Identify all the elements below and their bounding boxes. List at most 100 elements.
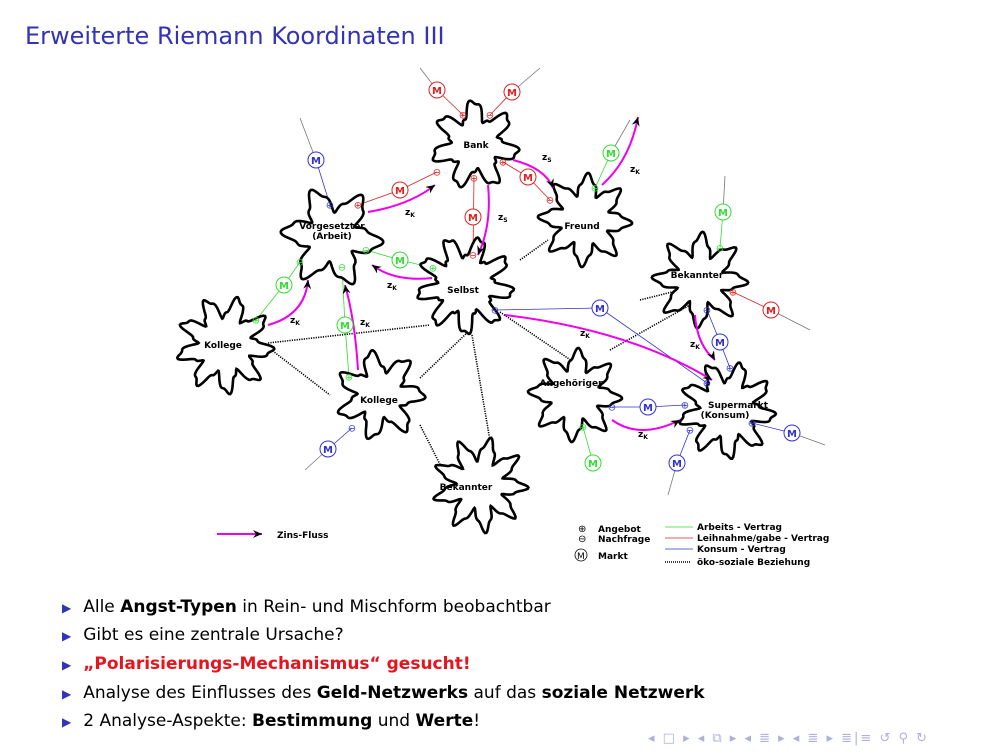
node-kollege: Kollege (360, 396, 398, 406)
market-circle (711, 333, 729, 351)
market-circle (714, 203, 732, 221)
plus-icon: ⊕ (354, 201, 362, 212)
market-circle (503, 83, 521, 101)
arrowhead-icon (546, 178, 554, 188)
market-label: M (395, 186, 405, 197)
node-angehoeriger: Angehöriger (539, 379, 603, 389)
plus-icon: ⊕ (578, 524, 586, 535)
legend-zins: Zins-Fluss (277, 531, 328, 541)
market-label: M (606, 149, 616, 160)
zins-arrow (611, 419, 681, 431)
zk-label: zK (405, 208, 415, 219)
oeko-edge (267, 324, 431, 344)
minus-icon: ⊖ (362, 246, 370, 257)
market-label: M (672, 459, 682, 470)
arrowhead-icon (670, 420, 680, 428)
legend-angebot: Angebot (598, 525, 642, 535)
market-circle (519, 168, 537, 186)
arrowhead-icon (372, 265, 382, 274)
minus-icon: ⊖ (338, 263, 346, 274)
minus-icon: ⊖ (469, 251, 477, 262)
plus-icon: ⊕ (459, 111, 467, 122)
minus-icon: ⊖ (491, 306, 499, 317)
node-bank: Bank (463, 141, 489, 151)
market-circle (336, 316, 354, 334)
minus-icon: ⊖ (703, 306, 711, 317)
zk-label: zK (690, 340, 700, 351)
market-label: M (595, 304, 605, 315)
node-supermarkt: Supermarkt (708, 401, 769, 411)
blob-bank (431, 99, 521, 189)
plus-icon: ⊕ (729, 288, 737, 299)
contract-line (599, 307, 708, 384)
minus-icon: ⊖ (296, 258, 304, 269)
arrowhead-icon (702, 371, 712, 380)
plus-icon: ⊕ (681, 401, 689, 412)
plus-icon: ⊕ (252, 316, 260, 327)
zins-arrow (601, 116, 639, 186)
node-vorgesetzter-sub: (Arbeit) (312, 232, 352, 242)
minus-icon: ⊖ (546, 196, 554, 207)
market-circle (275, 276, 293, 294)
plus-icon: ⊕ (345, 373, 353, 384)
zs-label: zS (542, 153, 552, 164)
node-freund: Freund (564, 222, 599, 232)
market-circle (464, 208, 482, 226)
arrowhead-icon (631, 117, 640, 127)
bullet-3: ▶„Polarisierungs-Mechanismus“ gesucht! (62, 654, 471, 674)
oeko-edge (519, 239, 549, 261)
market-icon-label: M (577, 552, 585, 562)
arrowhead-icon (342, 285, 351, 295)
blob-selbst (416, 236, 516, 336)
oeko-edge (264, 344, 331, 396)
slide-title: Erweiterte Riemann Koordinaten III (25, 22, 445, 50)
oeko-edge (609, 304, 691, 351)
market-circle (783, 424, 801, 442)
market-circle (428, 81, 446, 99)
arrowhead-icon (303, 280, 312, 290)
beamer-navigation[interactable]: ◂ □ ▸ ◂ ⧉ ▸ ◂ ≣ ▸ ◂ ≣ ▸ ≣|≡ ↺ ⚲ ↻ (648, 731, 930, 746)
market-label: M (468, 213, 478, 224)
arrowhead-icon (477, 245, 485, 255)
zs-label: zS (498, 213, 508, 224)
market-label: M (323, 445, 333, 456)
arrowhead-icon (707, 350, 715, 360)
legend-arrowhead-icon (253, 530, 262, 538)
bullet-1: ▶Alle Angst-Typen in Rein- und Mischform… (62, 597, 551, 617)
blob-kollege (336, 348, 427, 441)
blob-angehoeriger (526, 346, 624, 444)
zk-label: zK (360, 318, 370, 329)
node-supermarkt-sub: (Konsum) (701, 411, 750, 421)
node-vorgesetzter: Vorgesetzter (299, 222, 365, 232)
plus-icon: ⊕ (326, 201, 334, 212)
market-icon (574, 548, 588, 562)
market-label: M (340, 321, 350, 332)
minus-icon: ⊖ (686, 426, 694, 437)
legend-konsum: Konsum - Vertrag (697, 545, 786, 555)
zk-label: zK (387, 281, 397, 292)
market-label: M (643, 403, 653, 414)
market-label: M (766, 306, 776, 317)
market-circle (391, 181, 409, 199)
contract-line (344, 324, 350, 378)
market-label: M (718, 208, 728, 219)
node-bekannter-right: Bekannter (671, 271, 724, 281)
legend-oeko: öko-soziale Beziehung (697, 558, 810, 568)
plus-icon: ⊕ (726, 364, 734, 375)
node-bekannter-bottom: Bekannter (440, 483, 493, 493)
zk-label: zK (638, 430, 648, 441)
market-circle (602, 144, 620, 162)
market-circle (591, 299, 609, 317)
zins-arrow (504, 314, 713, 381)
plus-icon: ⊕ (470, 174, 478, 185)
plus-icon: ⊕ (429, 264, 437, 275)
blob-kollege-left (175, 295, 276, 396)
market-circle (762, 301, 780, 319)
market-circle (584, 454, 602, 472)
oeko-edge (499, 311, 601, 381)
minus-icon: ⊖ (433, 168, 441, 179)
blob-vorgesetzter (279, 188, 385, 286)
plus-icon: ⊕ (591, 184, 599, 195)
zk-label: zK (630, 165, 640, 176)
